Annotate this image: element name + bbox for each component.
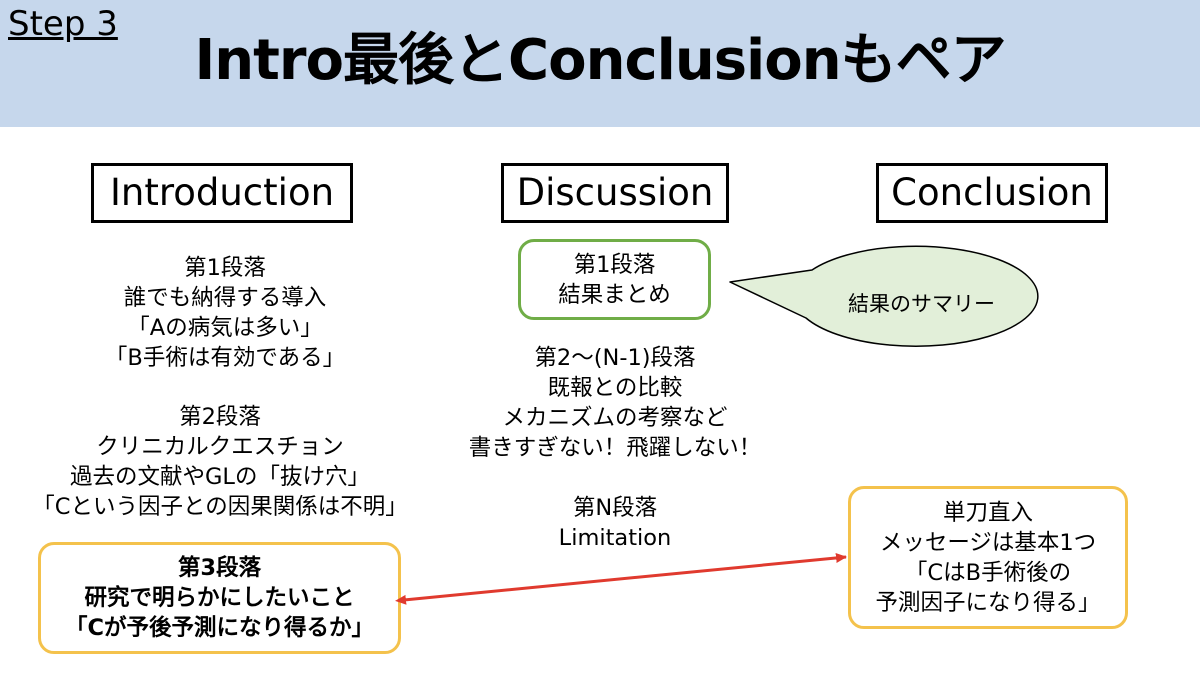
intro-p2-line: 過去の文献やGLの「抜け穴」 [70, 464, 370, 490]
intro-paragraph-1: 第1段落 誰でも納得する導入 「Aの病気は多い」 「B手術は有効である」 [60, 253, 390, 373]
intro-p1-heading: 第1段落 [184, 255, 266, 281]
intro-p1-line: 誰でも納得する導入 [123, 285, 327, 311]
intro-p1-line: 「B手術は有効である」 [104, 345, 346, 371]
conclusion-heading: Conclusion [876, 163, 1108, 223]
intro-p3-line: 「Cが予後予測になり得るか」 [64, 615, 374, 641]
intro-p3-line: 研究で明らかにしたいこと [84, 585, 355, 611]
disc-p1-line: 結果まとめ [558, 281, 671, 308]
step-label: Step 3 [8, 4, 118, 44]
intro-paragraph-3-box: 第3段落 研究で明らかにしたいこと 「Cが予後予測になり得るか」 [38, 542, 401, 654]
intro-p2-line: クリニカルクエスチョン [96, 434, 344, 460]
concl-line: 「CはB手術後の [904, 559, 1072, 586]
discussion-heading: Discussion [501, 163, 729, 223]
intro-paragraph-2: 第2段落 クリニカルクエスチョン 過去の文献やGLの「抜け穴」 「Cという因子と… [10, 402, 430, 522]
callout-text: 結果のサマリー [848, 292, 995, 316]
disc-pn-line: Limitation [558, 525, 672, 551]
concl-line: メッセージは基本1つ [879, 529, 1097, 556]
discussion-middle-paragraphs: 第2～(N-1)段落 既報との比較 メカニズムの考察など 書きすぎない！飛躍しな… [440, 343, 790, 463]
disc-pn-heading: 第N段落 [572, 495, 658, 521]
intro-p2-line: 「Cという因子との因果関係は不明」 [32, 494, 408, 520]
disc-p1-heading: 第1段落 [573, 251, 656, 278]
concl-line: 予測因子になり得る」 [875, 589, 1101, 616]
disc-p2-line: 既報との比較 [547, 375, 683, 401]
intro-p3-heading: 第3段落 [177, 555, 262, 581]
header-banner: Step 3 Intro最後とConclusionもペア [0, 0, 1200, 127]
discussion-paragraph-1-box: 第1段落 結果まとめ [518, 239, 711, 320]
concl-heading: 単刀直入 [942, 499, 1033, 526]
discussion-last-paragraph: 第N段落 Limitation [515, 493, 715, 553]
disc-p2-line: 書きすぎない！飛躍しない！ [468, 435, 762, 461]
disc-p2-line: メカニズムの考察など [502, 405, 728, 431]
intro-p2-heading: 第2段落 [179, 404, 261, 430]
summary-speech-bubble [729, 245, 1039, 347]
conclusion-box: 単刀直入 メッセージは基本1つ 「CはB手術後の 予測因子になり得る」 [848, 486, 1128, 629]
introduction-heading: Introduction [91, 163, 353, 223]
intro-p1-line: 「Aの病気は多い」 [127, 315, 323, 341]
disc-p2-heading: 第2～(N-1)段落 [534, 345, 696, 371]
slide-title: Intro最後とConclusionもペア [194, 28, 1006, 93]
pair-arrow [395, 552, 847, 605]
